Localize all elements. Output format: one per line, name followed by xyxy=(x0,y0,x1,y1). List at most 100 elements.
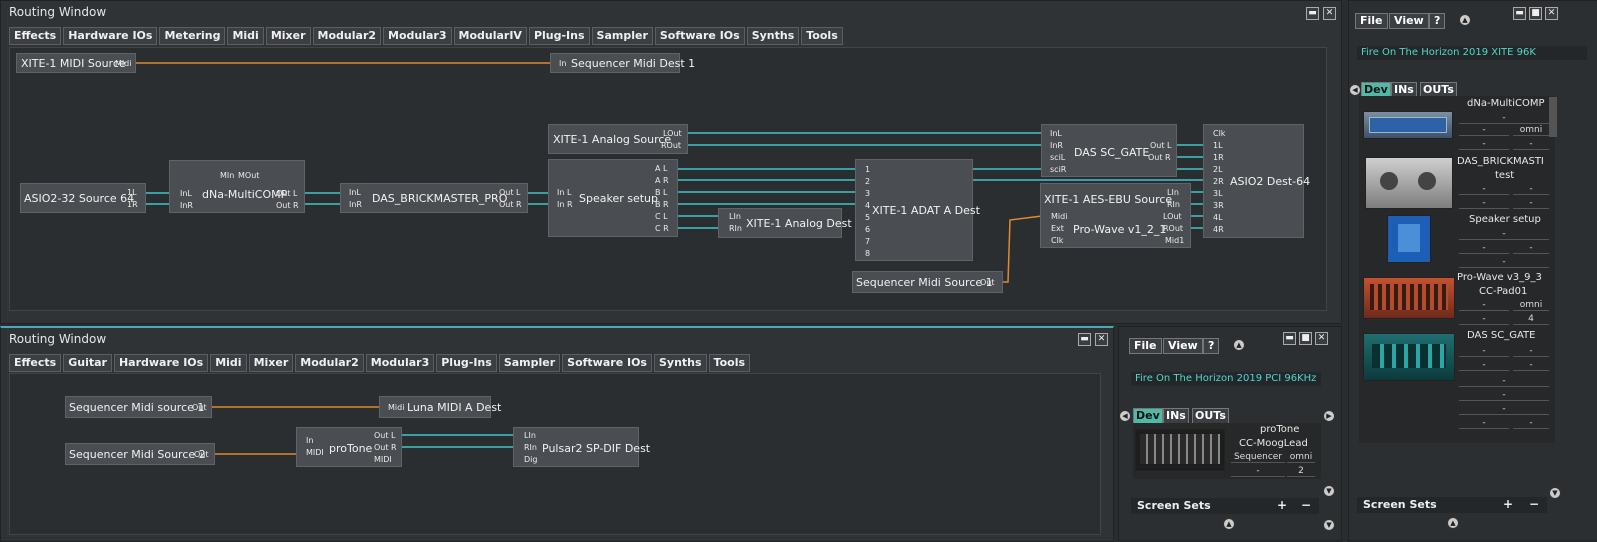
port-midi-out[interactable]: MOut xyxy=(238,171,260,180)
scroll-down-icon[interactable]: ▼ xyxy=(1549,487,1561,499)
tab-midi[interactable]: Midi xyxy=(227,27,264,45)
minimize-icon[interactable]: ▬ xyxy=(1078,333,1091,346)
collapse-left-icon[interactable]: ◀ xyxy=(1119,410,1131,422)
port-7[interactable]: 7 xyxy=(865,237,871,246)
scrollbar[interactable] xyxy=(1549,97,1557,137)
tab-modulariv[interactable]: ModularIV xyxy=(453,27,527,45)
port-8[interactable]: 8 xyxy=(865,249,871,258)
add-screen-set-button[interactable]: + xyxy=(1277,498,1288,512)
port-3r[interactable]: 3R xyxy=(1213,201,1224,210)
device-cell[interactable]: - xyxy=(1459,184,1509,195)
port-outr[interactable]: Out R xyxy=(499,200,522,209)
device-cell[interactable]: - xyxy=(1459,360,1509,371)
port-in[interactable]: In xyxy=(559,59,567,68)
tab-modular2[interactable]: Modular2 xyxy=(295,354,364,372)
port-out[interactable]: Out xyxy=(980,278,995,287)
port-b-l[interactable]: B L xyxy=(655,188,668,197)
port-4r[interactable]: 4R xyxy=(1213,225,1224,234)
port-2[interactable]: 2 xyxy=(865,177,871,186)
help-menu[interactable]: ? xyxy=(1203,338,1220,354)
device-cell[interactable]: - xyxy=(1459,125,1509,136)
empty-cell[interactable]: - xyxy=(1459,404,1549,415)
port-outl[interactable]: Out L xyxy=(499,188,521,197)
tab-synths[interactable]: Synths xyxy=(653,354,707,372)
port-3[interactable]: 3 xyxy=(865,189,871,198)
port-midi[interactable]: MIDI xyxy=(306,448,324,457)
scroll-down-bottom-icon[interactable]: ▼ xyxy=(1323,519,1335,531)
tab-plug-ins[interactable]: Plug-Ins xyxy=(528,27,590,45)
module-seq-midi-source-2[interactable]: Sequencer Midi Source 2 Out xyxy=(65,443,215,465)
device-thumb-sc-gate[interactable] xyxy=(1363,333,1455,381)
minimize-icon[interactable]: ▬ xyxy=(1306,7,1319,20)
module-adat-dest[interactable]: 1 2 3 4 5 6 7 8 XITE-1 ADAT A Dest xyxy=(855,159,980,261)
device-cell[interactable]: - xyxy=(1459,139,1509,150)
port-midi-out[interactable]: MIDI xyxy=(374,455,392,464)
port-inr[interactable]: InR xyxy=(349,200,362,209)
port-dig[interactable]: Dig xyxy=(524,455,538,464)
device-thumb-protone[interactable] xyxy=(1135,429,1225,471)
scroll-down-icon[interactable]: ▼ xyxy=(1323,485,1335,497)
port-midi[interactable]: Midi xyxy=(1051,212,1068,221)
tab-effects[interactable]: Effects xyxy=(9,27,62,45)
device-thumb-brickmaster[interactable] xyxy=(1365,157,1453,209)
eject-bottom-icon[interactable]: ▲ xyxy=(1447,517,1459,529)
close-icon[interactable]: ✕ xyxy=(1315,332,1328,345)
port-ext[interactable]: Ext xyxy=(1051,224,1064,233)
port-1r[interactable]: 1R xyxy=(1213,153,1224,162)
close-icon[interactable]: ✕ xyxy=(1545,7,1558,20)
device-thumb-speaker[interactable] xyxy=(1387,215,1431,263)
device-cell[interactable]: - xyxy=(1459,300,1509,311)
tab-dev[interactable]: Dev xyxy=(1133,408,1163,424)
port-1l[interactable]: 1L xyxy=(1213,141,1223,150)
port-c-r[interactable]: C R xyxy=(655,224,669,233)
module-pulsar-spdif-dest[interactable]: LIn RIn Dig Pulsar2 SP-DIF Dest xyxy=(513,427,650,467)
port-scil[interactable]: sciL xyxy=(1050,153,1066,162)
device-cell[interactable]: - xyxy=(1459,257,1549,268)
eject-icon[interactable]: ▲ xyxy=(1459,14,1471,26)
view-menu[interactable]: View xyxy=(1389,13,1429,29)
eject-icon[interactable]: ▲ xyxy=(1233,339,1245,351)
tab-hardware-ios[interactable]: Hardware IOs xyxy=(113,354,209,372)
module-seq-midi-source-1[interactable]: Sequencer Midi source 1 Out xyxy=(65,396,212,418)
add-screen-set-button[interactable]: + xyxy=(1503,497,1514,511)
collapse-right-icon[interactable]: ▶ xyxy=(1323,410,1335,422)
module-xite-analog-dest[interactable]: LIn RIn XITE-1 Analog Dest xyxy=(718,208,852,238)
tab-software-ios[interactable]: Software IOs xyxy=(654,27,745,45)
port-inl[interactable]: InL xyxy=(180,189,192,198)
device-cell[interactable]: - xyxy=(1513,243,1549,254)
port-1r[interactable]: 1R xyxy=(127,200,138,209)
tab-ins[interactable]: INs xyxy=(1163,408,1189,424)
device-cell[interactable]: - xyxy=(1459,113,1549,124)
port-in-l[interactable]: In L xyxy=(557,188,572,197)
empty-cell[interactable]: - xyxy=(1459,390,1549,401)
port-inr[interactable]: InR xyxy=(1050,141,1063,150)
port-a-l[interactable]: A L xyxy=(655,164,668,173)
file-menu[interactable]: File xyxy=(1129,338,1162,354)
restore-icon[interactable]: ■ xyxy=(1299,332,1312,345)
port-out[interactable]: Out xyxy=(194,450,209,459)
port-c-l[interactable]: C L xyxy=(655,212,668,221)
port-lout[interactable]: LOut xyxy=(1163,212,1182,221)
port-lin[interactable]: LIn xyxy=(1167,188,1179,197)
remove-screen-set-button[interactable]: − xyxy=(1529,497,1540,511)
tab-mixer[interactable]: Mixer xyxy=(265,27,311,45)
module-xite-analog-source[interactable]: XITE-1 Analog Source LOut ROut xyxy=(548,124,688,154)
port-out[interactable]: Out xyxy=(192,403,207,412)
module-luna-midi-dest[interactable]: Midi Luna MIDI A Dest xyxy=(379,396,501,418)
tab-modular2[interactable]: Modular2 xyxy=(312,27,382,45)
module-speaker-setup[interactable]: In L In R Speaker setup A L A R B L B R … xyxy=(548,159,678,237)
minimize-icon[interactable]: ▬ xyxy=(1513,7,1526,20)
port-inl[interactable]: InL xyxy=(1050,129,1062,138)
tab-plug-ins[interactable]: Plug-Ins xyxy=(436,354,497,372)
view-menu[interactable]: View xyxy=(1163,338,1203,354)
device-cell[interactable]: - xyxy=(1513,139,1549,150)
tab-hardware-ios[interactable]: Hardware IOs xyxy=(63,27,158,45)
file-menu[interactable]: File xyxy=(1355,13,1388,29)
restore-icon[interactable]: ■ xyxy=(1529,7,1542,20)
close-icon[interactable]: ✕ xyxy=(1323,7,1336,20)
port-lout[interactable]: LOut xyxy=(663,129,682,138)
device-cell[interactable]: omni xyxy=(1513,300,1549,311)
tab-outs[interactable]: OUTs xyxy=(1192,408,1229,424)
device-cell[interactable]: omni xyxy=(1513,125,1549,136)
device-cell[interactable]: Sequencer xyxy=(1231,452,1285,463)
